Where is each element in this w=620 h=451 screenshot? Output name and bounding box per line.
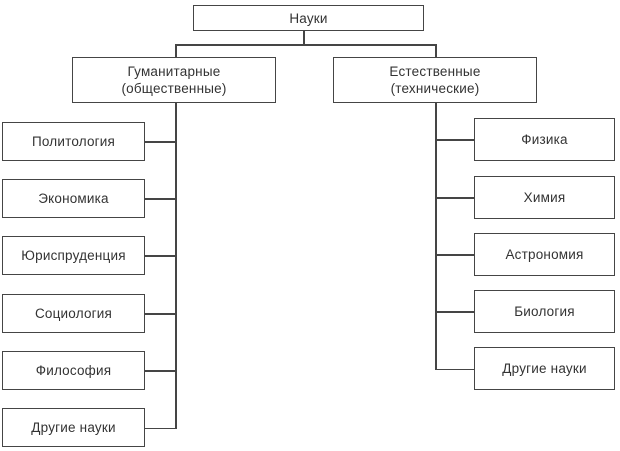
node-fizika: Физика [474, 118, 615, 161]
node-khimiya: Химия [474, 176, 615, 219]
node-biologiya-label: Биология [514, 304, 575, 319]
node-gumanitarnye: Гуманитарные (общественные) [72, 57, 276, 103]
node-ekonomika: Экономика [2, 179, 145, 218]
node-drugie-nauki-left: Другие науки [2, 408, 145, 447]
node-gumanitarnye-label-line2: (общественные) [121, 81, 227, 96]
connector-stub-ekonomika [145, 198, 177, 200]
connector-stub-fizika [435, 139, 474, 141]
node-estestvennye-label-line2: (технические) [390, 81, 480, 96]
connector-root-drop [303, 30, 305, 45]
node-sotsiologiya: Социология [2, 294, 145, 333]
node-nauki-label: Науки [289, 10, 328, 26]
connector-stub-astronomiya [435, 254, 474, 256]
node-filosofiya: Философия [2, 351, 145, 390]
connector-stub-biologiya [435, 311, 474, 313]
node-astronomiya: Астрономия [474, 233, 615, 276]
node-yurisprudentsiya-label: Юриспруденция [21, 248, 126, 263]
connector-left-trunk [175, 102, 177, 429]
connector-stub-sotsiologiya [145, 313, 177, 315]
node-drugie-nauki-left-label: Другие науки [31, 420, 116, 435]
node-astronomiya-label: Астрономия [505, 247, 584, 262]
node-yurisprudentsiya: Юриспруденция [2, 236, 145, 275]
node-khimiya-label: Химия [523, 190, 566, 205]
connector-stub-politologiya [145, 141, 177, 143]
node-sotsiologiya-label: Социология [34, 306, 113, 321]
connector-stub-filosofiya [145, 370, 177, 372]
node-fizika-label: Физика [521, 132, 568, 147]
node-filosofiya-label: Философия [35, 363, 112, 378]
connector-stub-drugie-left [145, 427, 177, 429]
node-drugie-nauki-right-label: Другие науки [502, 361, 587, 376]
node-ekonomika-label: Экономика [38, 191, 109, 206]
connector-right-trunk [435, 102, 437, 370]
node-politologiya: Политология [2, 122, 145, 161]
node-drugie-nauki-right: Другие науки [474, 347, 615, 390]
connector-left-branch-drop [175, 44, 177, 58]
connector-stub-yurisprudentsiya [145, 255, 177, 257]
node-biologiya: Биология [474, 290, 615, 333]
node-estestvennye-label-line1: Естественные [389, 64, 481, 79]
connector-stub-khimiya [435, 197, 474, 199]
node-gumanitarnye-label-line1: Гуманитарные [127, 64, 221, 79]
node-estestvennye: Естественные (технические) [333, 57, 537, 103]
connector-top-horizontal [175, 44, 437, 46]
node-nauki: Науки [193, 5, 424, 31]
node-politologiya-label: Политология [31, 134, 116, 149]
connector-stub-drugie-right [435, 368, 474, 370]
connector-right-branch-drop [435, 44, 437, 58]
